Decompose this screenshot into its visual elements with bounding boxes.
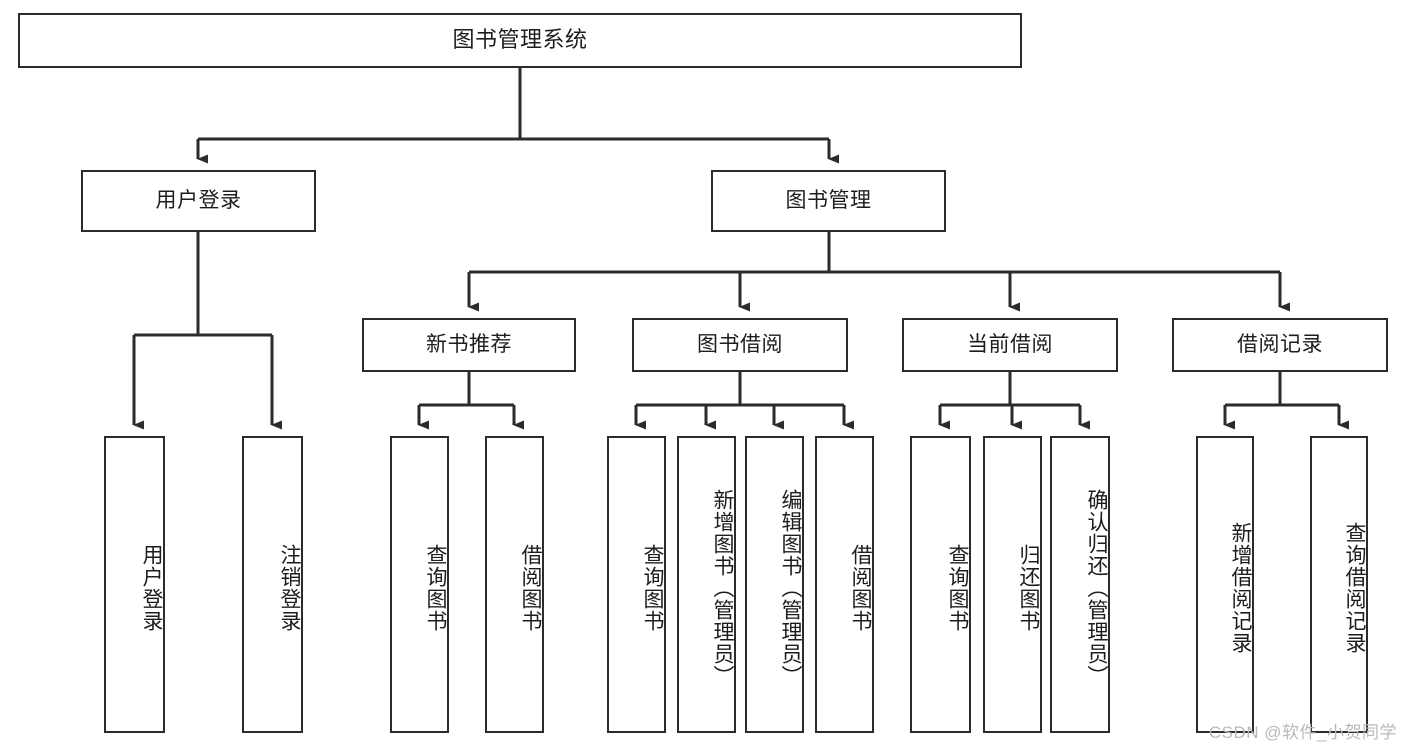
node-leaf-edit-book-admin[interactable]: 编辑图书（管理员） bbox=[745, 436, 804, 733]
node-label: 查询借阅记录 bbox=[1343, 521, 1366, 654]
node-leaf-query-book-rec[interactable]: 查询图书 bbox=[390, 436, 449, 733]
node-leaf-borrow-book[interactable]: 借阅图书 bbox=[815, 436, 874, 733]
node-book-manage[interactable]: 图书管理 bbox=[711, 170, 946, 232]
node-leaf-confirm-return-admin[interactable]: 确认归还（管理员） bbox=[1050, 436, 1110, 733]
node-leaf-return-book[interactable]: 归还图书 bbox=[983, 436, 1042, 733]
node-leaf-user-login[interactable]: 用户登录 bbox=[104, 436, 165, 733]
node-label: 用户登录 bbox=[140, 543, 163, 632]
node-new-book-recommend[interactable]: 新书推荐 bbox=[362, 318, 576, 372]
node-label: 查询图书 bbox=[946, 543, 969, 632]
node-root[interactable]: 图书管理系统 bbox=[18, 13, 1022, 68]
node-borrow-record[interactable]: 借阅记录 bbox=[1172, 318, 1388, 372]
node-leaf-logout-login[interactable]: 注销登录 bbox=[242, 436, 303, 733]
node-book-borrow[interactable]: 图书借阅 bbox=[632, 318, 848, 372]
node-user-login[interactable]: 用户登录 bbox=[81, 170, 316, 232]
node-current-borrow[interactable]: 当前借阅 bbox=[902, 318, 1118, 372]
node-label: 查询图书 bbox=[641, 543, 664, 632]
node-label: 确认归还（管理员） bbox=[1085, 488, 1108, 687]
node-label: 归还图书 bbox=[1017, 543, 1040, 632]
node-leaf-add-borrow-record[interactable]: 新增借阅记录 bbox=[1196, 436, 1254, 733]
node-leaf-query-book-current[interactable]: 查询图书 bbox=[910, 436, 971, 733]
node-leaf-borrow-book-rec[interactable]: 借阅图书 bbox=[485, 436, 544, 733]
node-label: 注销登录 bbox=[278, 543, 301, 632]
node-leaf-add-book-admin[interactable]: 新增图书（管理员） bbox=[677, 436, 736, 733]
node-label: 新增借阅记录 bbox=[1229, 521, 1252, 654]
connector-lines bbox=[132, 68, 1349, 430]
node-label: 借阅图书 bbox=[519, 543, 542, 632]
node-label: 编辑图书（管理员） bbox=[779, 488, 802, 687]
node-label: 借阅图书 bbox=[849, 543, 872, 632]
node-leaf-query-borrow-record[interactable]: 查询借阅记录 bbox=[1310, 436, 1368, 733]
node-leaf-query-book-borrow[interactable]: 查询图书 bbox=[607, 436, 666, 733]
node-label: 查询图书 bbox=[424, 543, 447, 632]
node-label: 新增图书（管理员） bbox=[711, 488, 734, 687]
